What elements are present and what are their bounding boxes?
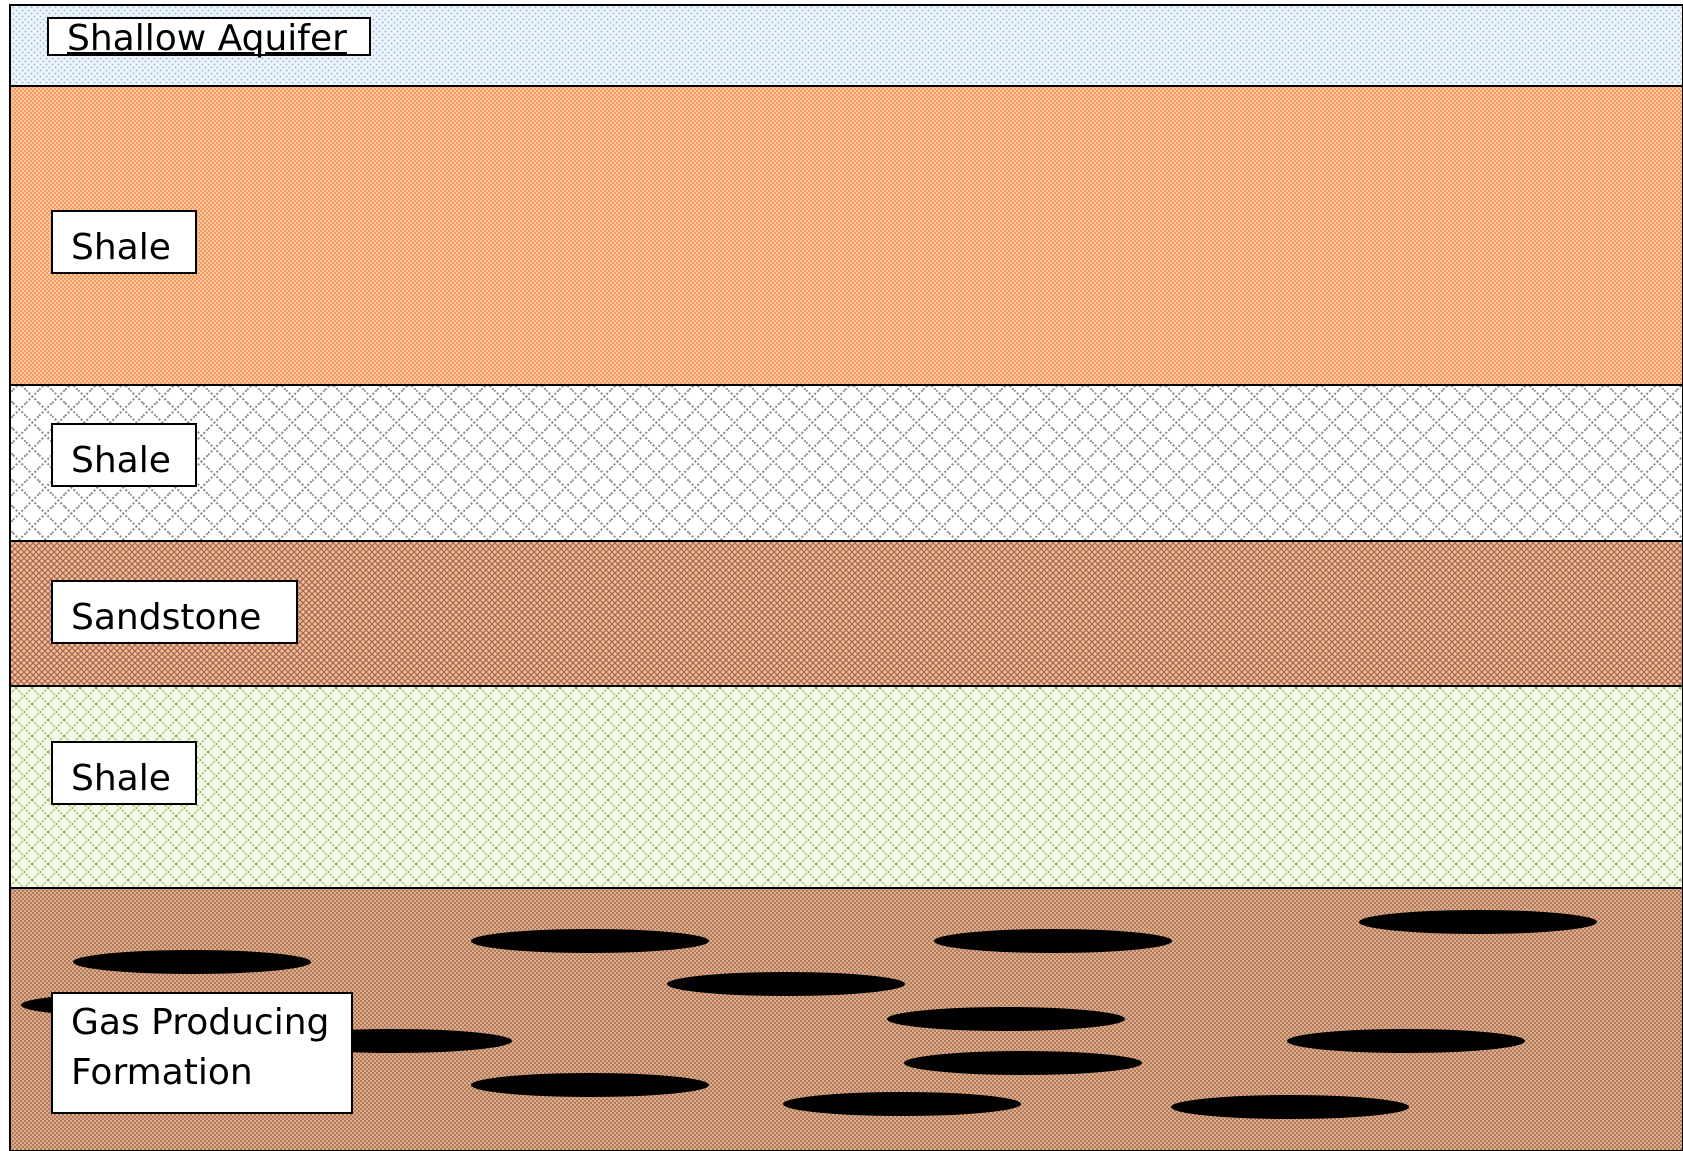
gas-pocket bbox=[471, 1073, 709, 1097]
layer-shale-orange bbox=[10, 86, 1683, 385]
gas-pocket bbox=[887, 1007, 1125, 1031]
label-shale-orange: Shale bbox=[51, 210, 197, 274]
layer-shale-gray bbox=[10, 385, 1683, 541]
layer-shale-green bbox=[10, 686, 1683, 888]
label-shale-green: Shale bbox=[51, 741, 197, 805]
gas-pocket bbox=[73, 950, 311, 974]
gas-pocket bbox=[471, 929, 709, 953]
gas-pocket bbox=[667, 972, 905, 996]
label-shallow-aquifer: Shallow Aquifer bbox=[47, 17, 371, 56]
gas-pocket bbox=[1287, 1029, 1525, 1053]
gas-pocket bbox=[934, 929, 1172, 953]
label-sandstone: Sandstone bbox=[51, 580, 298, 644]
gas-pocket bbox=[783, 1092, 1021, 1116]
label-gas-producing-formation: Gas Producing Formation bbox=[51, 992, 353, 1114]
gas-pocket bbox=[1171, 1095, 1409, 1119]
label-shale-gray: Shale bbox=[51, 423, 197, 487]
gas-pocket bbox=[1359, 910, 1597, 934]
gas-pocket bbox=[904, 1051, 1142, 1075]
